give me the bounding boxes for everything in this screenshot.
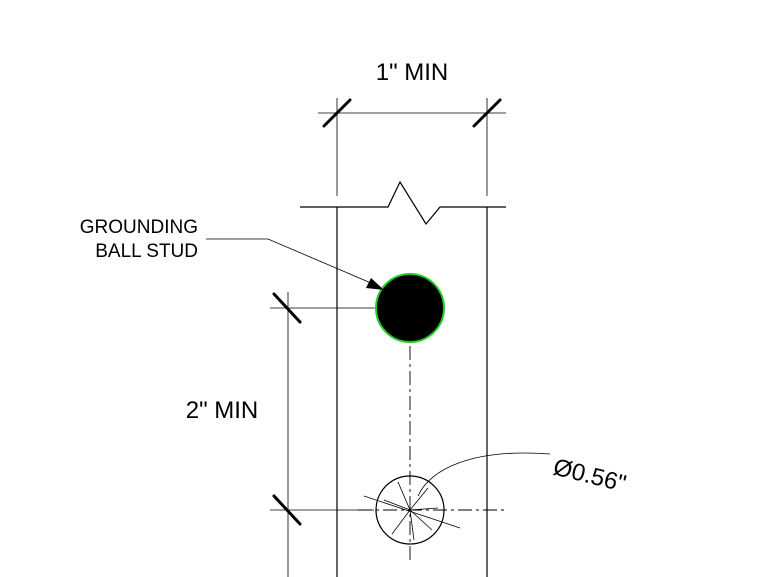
callout-leader [206,238,379,287]
hole: Ø0.56" [363,452,629,545]
break-line [300,180,506,226]
grounding-ball-stud [375,273,445,343]
bar-outline [300,180,506,577]
height-tick-top [272,292,302,324]
width-tick-left [322,98,352,128]
callout-label-line1: GROUNDING [80,217,198,238]
hole-radial-lines [383,481,439,541]
height-tick-bottom [272,494,302,526]
hole-circle [375,475,445,545]
diameter-leader [417,452,551,497]
width-tick-right [472,98,502,128]
width-dimension: 1" MIN [318,59,506,196]
height-dim-label: 2" MIN [186,397,259,424]
stud-callout: GROUNDING BALL STUD [80,217,384,290]
callout-arrowhead [366,278,384,290]
width-dim-label: 1" MIN [376,59,449,86]
diameter-line [363,495,461,529]
callout-label-line2: BALL STUD [95,241,198,262]
height-dimension: 2" MIN [186,292,378,577]
diameter-dim-label: Ø0.56" [551,454,629,498]
